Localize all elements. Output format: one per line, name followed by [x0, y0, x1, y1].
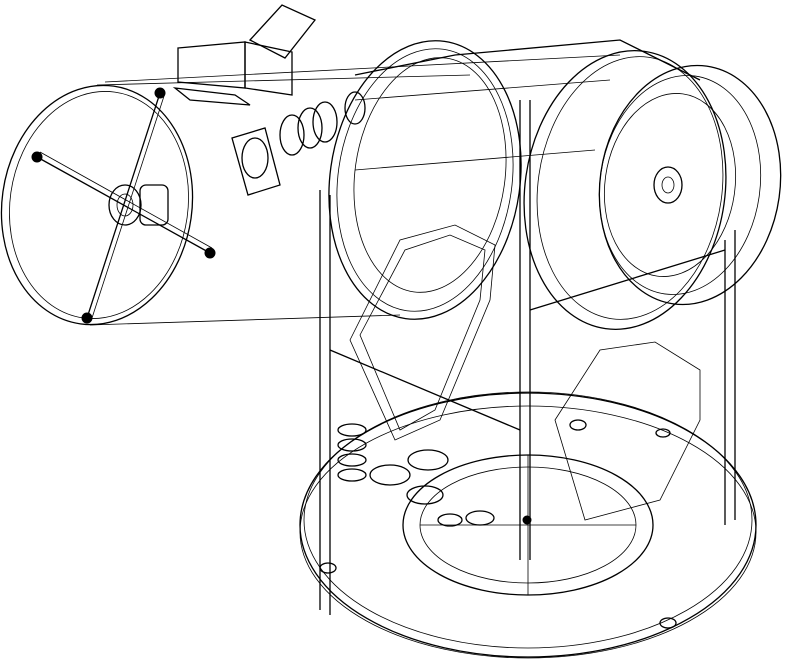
springs-and-feet — [319, 419, 677, 629]
truss-tubes — [89, 54, 621, 326]
front-ring — [0, 84, 194, 326]
focuser-tube — [231, 91, 366, 196]
altitude-bearing-left — [328, 40, 522, 320]
mirror-box-frame — [354, 39, 701, 171]
primary-mirror-cell — [598, 64, 782, 306]
secondary-mirror-holder — [108, 184, 169, 226]
focuser-board — [172, 4, 317, 106]
ground-board — [299, 391, 757, 659]
rocker-box — [319, 100, 736, 615]
altitude-bearing-right — [523, 50, 727, 330]
spider-vanes — [31, 87, 216, 324]
